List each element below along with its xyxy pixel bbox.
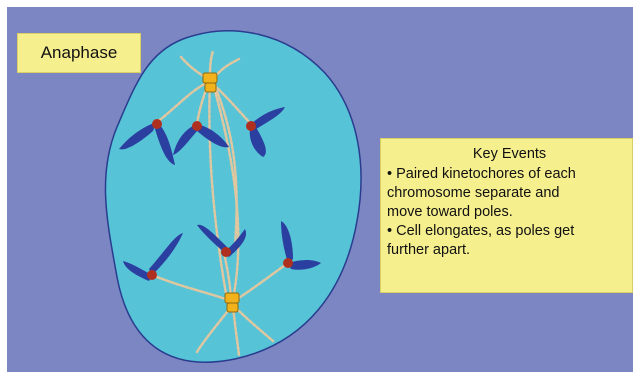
key-events-panel: Key Events • Paired kinetochores of each… [380, 138, 633, 293]
kinetochore [147, 270, 157, 280]
kinetochore [246, 121, 256, 131]
centrosome-top [203, 73, 217, 92]
event-2-line-2: further apart. [387, 241, 632, 260]
phase-label: Anaphase [17, 33, 141, 73]
kinetochore [221, 247, 231, 257]
kinetochore [283, 258, 293, 268]
centrosome-bottom [225, 293, 239, 312]
kinetochore [192, 121, 202, 131]
event-1-line-2: chromosome separate and [387, 184, 632, 203]
key-events-title: Key Events [387, 145, 632, 164]
event-2-line-1: • Cell elongates, as poles get [387, 222, 632, 241]
event-1-line-3: move toward poles. [387, 203, 632, 222]
diagram-canvas: Anaphase Key Events • Paired kinetochore… [7, 7, 633, 372]
event-1-line-1: • Paired kinetochores of each [387, 165, 632, 184]
kinetochore [152, 119, 162, 129]
